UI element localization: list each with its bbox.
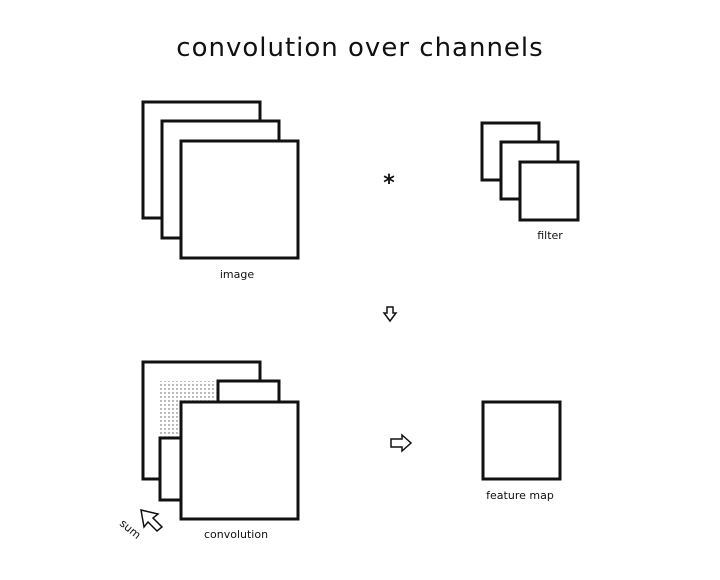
convolution-operator-symbol: *	[383, 171, 395, 196]
convolution-channel-front	[179, 400, 300, 521]
summation-dotted-region	[160, 381, 218, 438]
diagram-title: convolution over channels	[176, 33, 543, 63]
filter-label: filter	[537, 229, 563, 242]
feature-map-label: feature map	[486, 489, 554, 502]
convolution-label: convolution	[204, 528, 268, 541]
feature-map-box	[481, 400, 562, 481]
image-channel-front	[179, 139, 300, 260]
convolution-channel-lower-tab	[158, 436, 183, 502]
image-label: image	[220, 268, 254, 281]
convolution-stack	[141, 360, 300, 521]
filter-channel-front	[518, 160, 580, 222]
filter-stack	[480, 121, 580, 222]
sum-arrow-icon	[140, 509, 164, 533]
right-arrow-icon	[390, 433, 413, 453]
down-arrow-icon	[382, 306, 398, 323]
convolution-channel-middle	[216, 379, 281, 404]
image-stack	[141, 100, 300, 260]
sum-label: sum	[117, 517, 143, 542]
